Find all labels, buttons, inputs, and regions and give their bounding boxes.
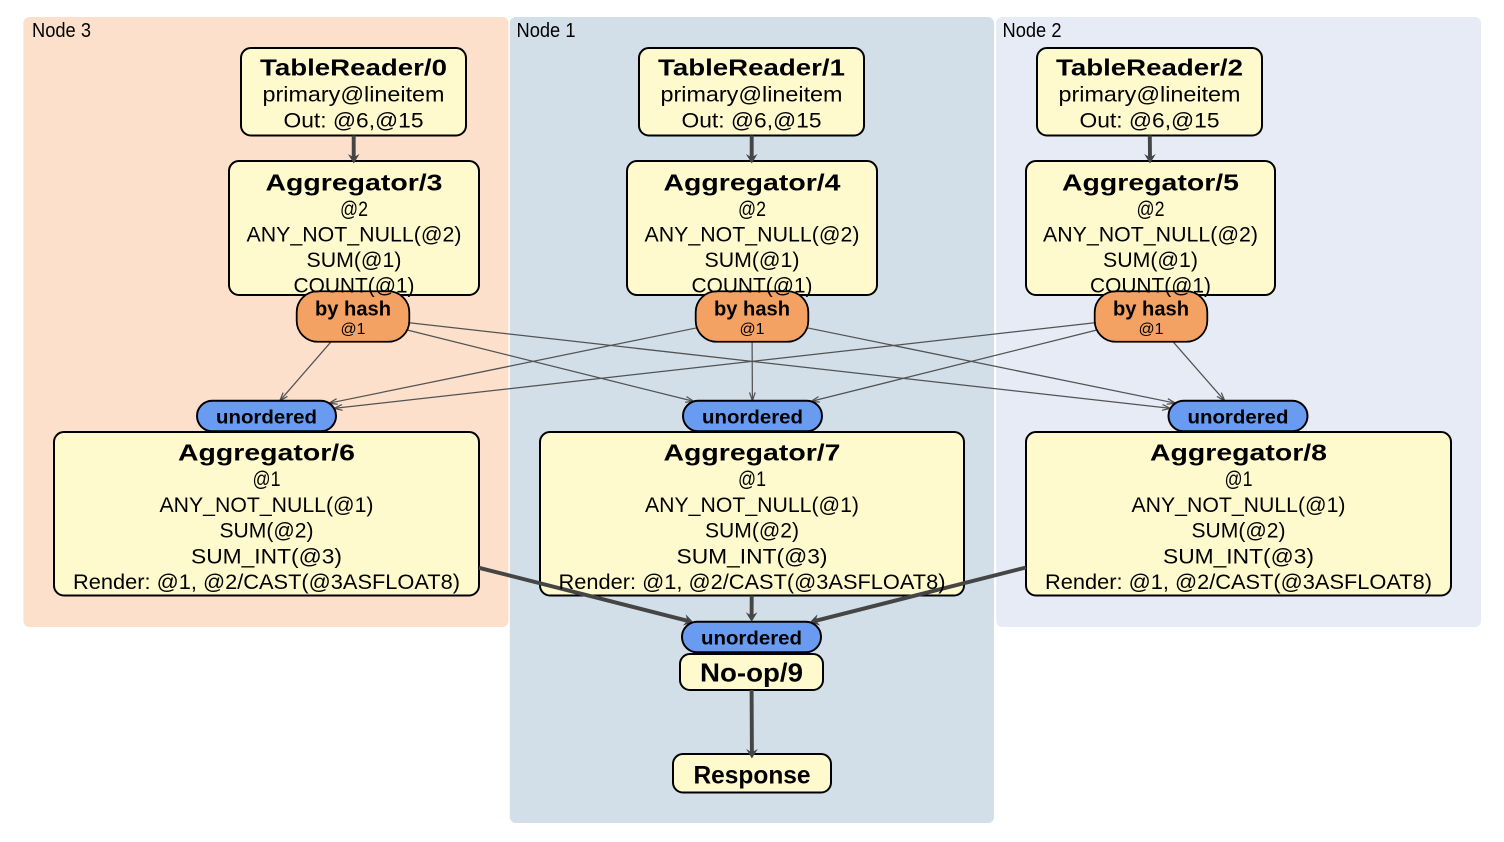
svg-text:Out: @6,@15: Out: @6,@15 [682,110,822,133]
svg-text:ANY_NOT_NULL(@1): ANY_NOT_NULL(@1) [645,494,859,517]
svg-text:unordered: unordered [701,629,802,650]
svg-text:Aggregator/8: Aggregator/8 [1150,440,1327,466]
svg-text:No-op/9: No-op/9 [700,658,803,688]
svg-text:unordered: unordered [216,408,317,429]
svg-text:primary@lineitem: primary@lineitem [661,84,843,107]
svg-text:@1: @1 [740,321,765,338]
svg-text:Aggregator/3: Aggregator/3 [266,170,443,196]
svg-text:@2: @2 [738,198,766,221]
svg-text:COUNT(@1): COUNT(@1) [294,275,415,298]
svg-text:Out: @6,@15: Out: @6,@15 [284,110,424,133]
svg-text:primary@lineitem: primary@lineitem [1059,84,1241,107]
svg-text:by hash: by hash [1113,299,1189,321]
svg-text:by hash: by hash [714,299,790,321]
svg-text:ANY_NOT_NULL(@2): ANY_NOT_NULL(@2) [247,224,462,247]
svg-text:SUM(@1): SUM(@1) [705,249,800,272]
svg-text:@1: @1 [1225,468,1253,491]
svg-text:ANY_NOT_NULL(@1): ANY_NOT_NULL(@1) [1132,494,1346,517]
svg-text:SUM_INT(@3): SUM_INT(@3) [1163,545,1314,568]
svg-text:Aggregator/7: Aggregator/7 [664,440,841,466]
svg-text:COUNT(@1): COUNT(@1) [1090,275,1211,298]
svg-text:primary@lineitem: primary@lineitem [263,84,445,107]
svg-text:TableReader/1: TableReader/1 [658,55,845,81]
svg-text:SUM(@1): SUM(@1) [307,249,402,272]
svg-text:Render: @1, @2/CAST(@3ASFLOAT8: Render: @1, @2/CAST(@3ASFLOAT8) [559,571,946,594]
svg-text:TableReader/2: TableReader/2 [1056,55,1243,81]
svg-text:SUM(@2): SUM(@2) [220,520,314,543]
svg-text:@1: @1 [738,468,766,491]
svg-text:ANY_NOT_NULL(@2): ANY_NOT_NULL(@2) [645,224,860,247]
svg-text:Node 3: Node 3 [32,20,91,42]
svg-text:@1: @1 [341,321,366,338]
svg-text:@2: @2 [340,198,368,221]
svg-text:@1: @1 [1139,321,1164,338]
svg-text:Render: @1, @2/CAST(@3ASFLOAT8: Render: @1, @2/CAST(@3ASFLOAT8) [73,571,460,594]
svg-text:@1: @1 [253,468,281,491]
svg-text:Aggregator/6: Aggregator/6 [178,440,355,466]
svg-text:Response: Response [694,762,811,790]
svg-text:COUNT(@1): COUNT(@1) [692,275,813,298]
svg-text:Render: @1, @2/CAST(@3ASFLOAT8: Render: @1, @2/CAST(@3ASFLOAT8) [1045,571,1432,594]
svg-text:by hash: by hash [315,299,391,321]
svg-text:TableReader/0: TableReader/0 [260,55,447,81]
svg-text:Node 2: Node 2 [1003,20,1062,42]
svg-text:Aggregator/4: Aggregator/4 [664,170,841,196]
svg-text:SUM(@2): SUM(@2) [1192,520,1286,543]
svg-text:ANY_NOT_NULL(@2): ANY_NOT_NULL(@2) [1043,224,1258,247]
svg-text:@2: @2 [1137,198,1165,221]
svg-text:ANY_NOT_NULL(@1): ANY_NOT_NULL(@1) [160,494,374,517]
svg-text:Out: @6,@15: Out: @6,@15 [1080,110,1220,133]
svg-text:SUM(@2): SUM(@2) [705,520,799,543]
svg-text:Node 1: Node 1 [517,20,576,42]
svg-text:unordered: unordered [1188,408,1289,429]
svg-text:unordered: unordered [702,408,803,429]
svg-text:SUM_INT(@3): SUM_INT(@3) [677,545,828,568]
svg-text:SUM_INT(@3): SUM_INT(@3) [191,545,342,568]
svg-text:Aggregator/5: Aggregator/5 [1062,170,1239,196]
svg-text:SUM(@1): SUM(@1) [1103,249,1198,272]
